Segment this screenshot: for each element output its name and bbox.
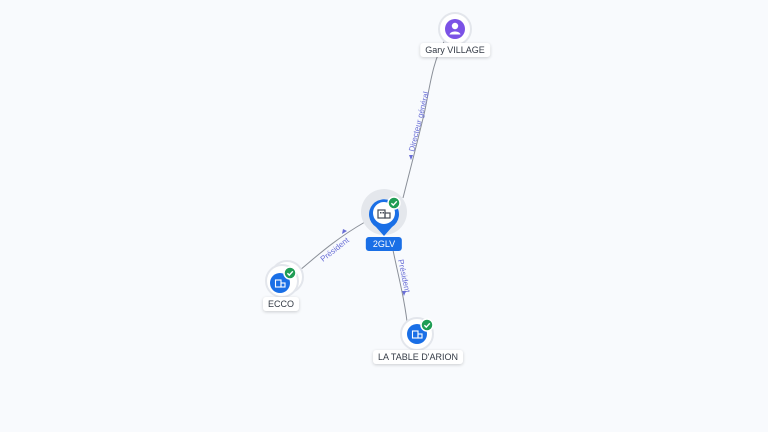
verified-check-icon [387,196,401,210]
company-node-ecco[interactable] [265,260,304,298]
building-icon [377,209,391,219]
node-label-2glv[interactable]: 2GLV [365,237,403,251]
person-icon [445,19,465,39]
edge-arrow [409,155,413,160]
company-node-2glv[interactable] [361,189,407,236]
node-label-la-table-darion[interactable]: LA TABLE D'ARION [373,350,463,364]
edge-label-president-ecco: Président [319,235,352,263]
person-node-gary-village[interactable] [438,12,472,46]
edge-label-directeur-general: Directeur général [407,91,431,153]
edge-arrow [342,229,347,234]
node-label-gary-village[interactable]: Gary VILLAGE [420,43,490,57]
edge-directeur-general [402,39,446,199]
verified-check-icon [420,318,434,332]
edge-arrow [402,291,406,296]
company-node-la-table-darion[interactable] [400,317,434,351]
building-icon [270,273,290,293]
node-label-ecco[interactable]: ECCO [262,297,300,311]
verified-check-icon [283,266,297,280]
